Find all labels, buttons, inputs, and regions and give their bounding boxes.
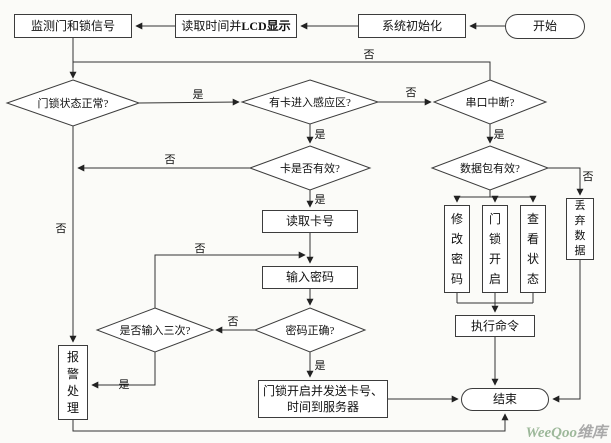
edge-discard-end bbox=[552, 260, 581, 403]
modify-password-label: 修改密码 bbox=[451, 212, 464, 286]
start-terminal: 开始 bbox=[505, 14, 585, 39]
edge-threetimes-retry bbox=[154, 251, 306, 308]
edge-label-no: 否 bbox=[227, 316, 239, 328]
alarm-handle-box: 报警处理 bbox=[58, 345, 88, 420]
execute-command-label: 执行命令 bbox=[470, 318, 519, 333]
edge-label-yes: 是 bbox=[314, 129, 326, 141]
edge-label-no: 否 bbox=[405, 87, 417, 99]
door-open-send-box: 门锁开启并发送卡号、时间到服务器 bbox=[258, 380, 388, 418]
discard-data-box: 丢弃数据 bbox=[566, 198, 594, 260]
edge-label-no: 否 bbox=[363, 49, 375, 61]
door-open-cmd-box: 门锁开启 bbox=[482, 205, 508, 293]
door-open-cmd-label: 门锁开启 bbox=[489, 212, 502, 286]
read-card-label: 读取卡号 bbox=[285, 214, 334, 229]
edge-label-yes: 是 bbox=[314, 360, 326, 372]
edge-label-yes: 是 bbox=[314, 194, 326, 206]
end-terminal: 结束 bbox=[461, 388, 549, 411]
view-status-box: 查看状态 bbox=[520, 205, 546, 293]
card-sense-label: 有卡进入感应区? bbox=[269, 97, 351, 109]
password-correct-label: 密码正确? bbox=[285, 325, 335, 337]
discard-data-label: 丢弃数据 bbox=[574, 200, 586, 257]
packet-valid-diamond bbox=[430, 145, 550, 191]
three-times-label: 是否输入三次? bbox=[119, 325, 191, 337]
watermark-suffix: 维库 bbox=[576, 425, 607, 441]
execute-command-box: 执行命令 bbox=[455, 315, 535, 337]
packet-valid-label: 数据包有效? bbox=[460, 163, 520, 175]
edge-label-no: 否 bbox=[164, 154, 176, 166]
card-valid-diamond bbox=[248, 145, 372, 191]
serial-interrupt-diamond bbox=[432, 79, 548, 125]
end-label: 结束 bbox=[492, 392, 517, 407]
alarm-handle-label: 报警处理 bbox=[67, 349, 80, 415]
edge-label-yes: 是 bbox=[192, 89, 204, 101]
edge-label-yes: 是 bbox=[493, 129, 505, 141]
edge-serial-no-loop bbox=[73, 61, 491, 80]
lcd-display-label: 读取时间并LCD显示 bbox=[181, 18, 291, 33]
watermark-brand: WeeQoo bbox=[525, 425, 577, 441]
input-password-box: 输入密码 bbox=[262, 266, 358, 289]
system-init-box: 系统初始化 bbox=[358, 14, 466, 38]
input-password-label: 输入密码 bbox=[285, 270, 334, 285]
password-correct-diamond bbox=[253, 307, 367, 353]
read-card-box: 读取卡号 bbox=[262, 210, 358, 233]
start-label: 开始 bbox=[532, 19, 557, 34]
card-valid-label: 卡是否有效? bbox=[280, 163, 340, 175]
edge-threetimes-alarm bbox=[91, 352, 156, 389]
system-init-label: 系统初始化 bbox=[381, 18, 442, 33]
edge-alarm-end bbox=[72, 413, 509, 432]
edge-label-no: 否 bbox=[194, 243, 206, 255]
lock-status-label: 门锁状态正常? bbox=[37, 98, 109, 110]
view-status-label: 查看状态 bbox=[527, 212, 540, 286]
monitor-signal-label: 监测门和锁信号 bbox=[30, 18, 115, 33]
edge-label-yes: 是 bbox=[118, 379, 130, 391]
lock-status-diamond bbox=[5, 79, 141, 127]
lcd-display-box: 读取时间并LCD显示 bbox=[175, 14, 297, 38]
door-open-send-label: 门锁开启并发送卡号、时间到服务器 bbox=[262, 383, 383, 414]
card-sense-diamond bbox=[240, 79, 380, 125]
serial-interrupt-label: 串口中断? bbox=[465, 97, 515, 109]
modify-password-box: 修改密码 bbox=[444, 205, 470, 293]
edge-label-no: 否 bbox=[582, 171, 594, 183]
edge-label-no: 否 bbox=[55, 223, 67, 235]
three-times-diamond bbox=[95, 307, 215, 353]
watermark: WeeQoo维库 bbox=[526, 421, 607, 442]
edge-packet-discard bbox=[548, 167, 584, 196]
edge-lockok-cardsense bbox=[138, 98, 240, 106]
monitor-signal-box: 监测门和锁信号 bbox=[14, 14, 132, 38]
